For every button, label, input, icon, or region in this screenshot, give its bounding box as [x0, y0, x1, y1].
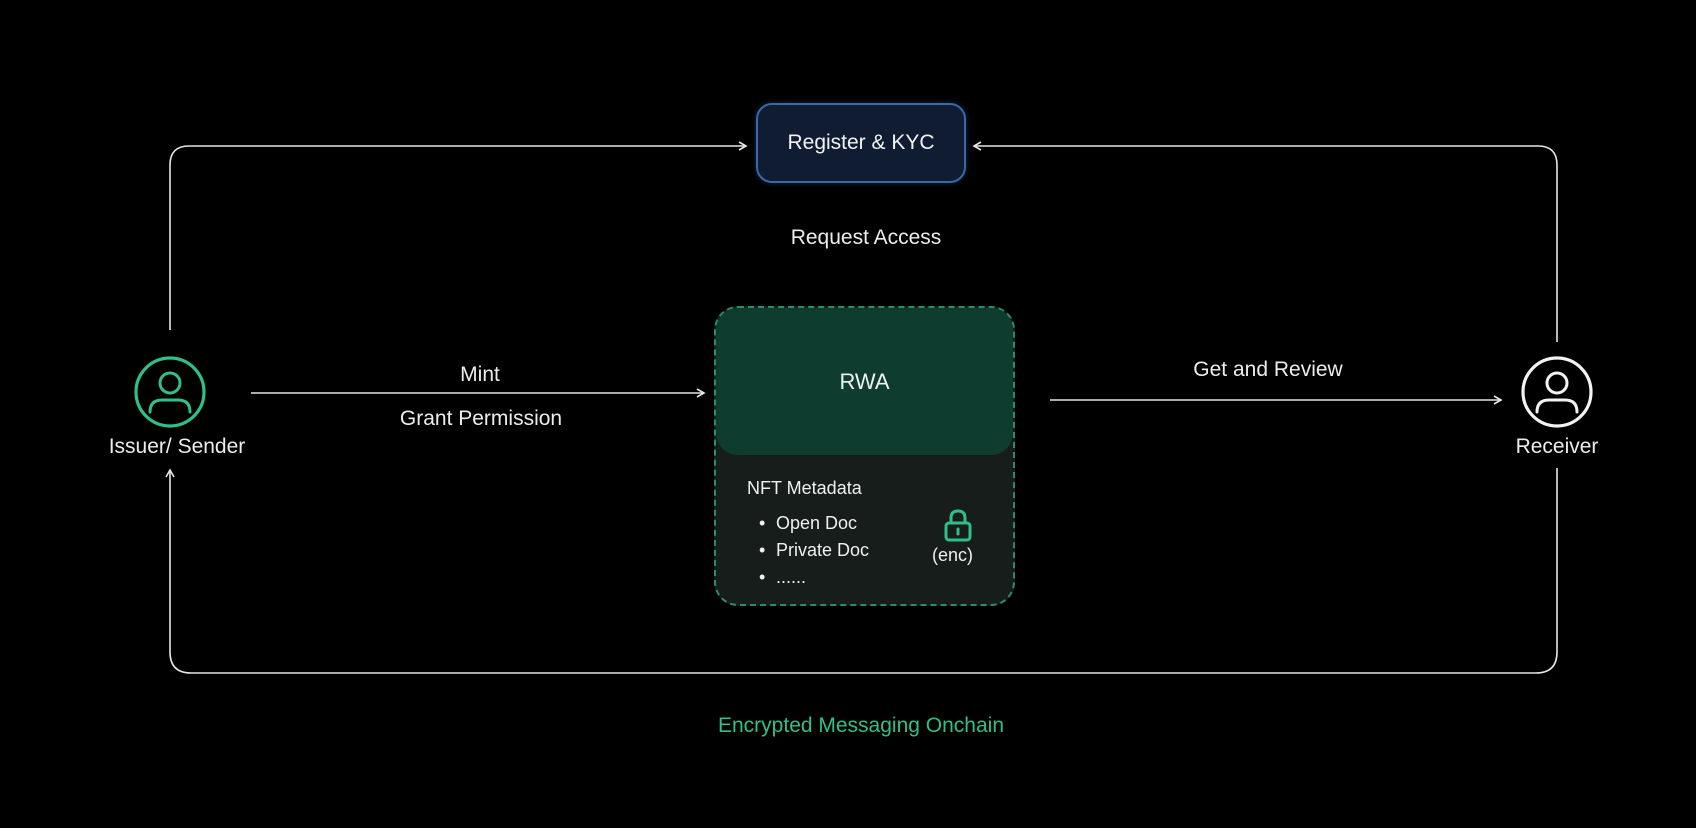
request-access-label: Request Access [790, 226, 942, 249]
encrypted-messaging-loop-arrow [165, 468, 1558, 674]
issuer-label: Issuer/ Sender [108, 435, 246, 458]
list-item: • Private Doc [759, 537, 869, 564]
lock-icon [944, 509, 972, 542]
bullet: • [759, 513, 766, 533]
rwa-label: RWA [839, 368, 890, 394]
list-item: • Open Doc [759, 510, 869, 537]
issuer-to-register-arrow [169, 141, 748, 330]
register-kyc-label: Register & KYC [787, 131, 935, 154]
metadata-item-more: ...... [776, 567, 807, 587]
register-kyc-box: Register & KYC [756, 103, 966, 183]
grant-permission-label: Grant Permission [399, 407, 563, 430]
receiver-label: Receiver [1515, 435, 1599, 458]
encrypted-messaging-label: Encrypted Messaging Onchain [718, 714, 1004, 737]
bullet: • [759, 567, 766, 587]
enc-label: (enc) [932, 545, 974, 565]
rwa-header: RWA [716, 308, 1013, 455]
mint-label: Mint [460, 363, 500, 386]
receiver-to-register-arrow [972, 141, 1558, 342]
nft-metadata-list: • Open Doc • Private Doc •...... [759, 510, 869, 591]
nft-metadata-title: NFT Metadata [747, 478, 862, 498]
rwa-container: RWA NFT Metadata • Open Doc • Private Doc … [714, 306, 1015, 606]
metadata-item-private-doc: Private Doc [776, 540, 870, 560]
metadata-item-open-doc: Open Doc [776, 513, 858, 533]
list-item: •...... [759, 564, 869, 591]
receiver-user-circle-icon [1521, 356, 1593, 428]
issuer-user-circle-icon [134, 356, 206, 428]
bullet: • [759, 540, 766, 560]
get-and-review-label: Get and Review [1193, 358, 1343, 381]
